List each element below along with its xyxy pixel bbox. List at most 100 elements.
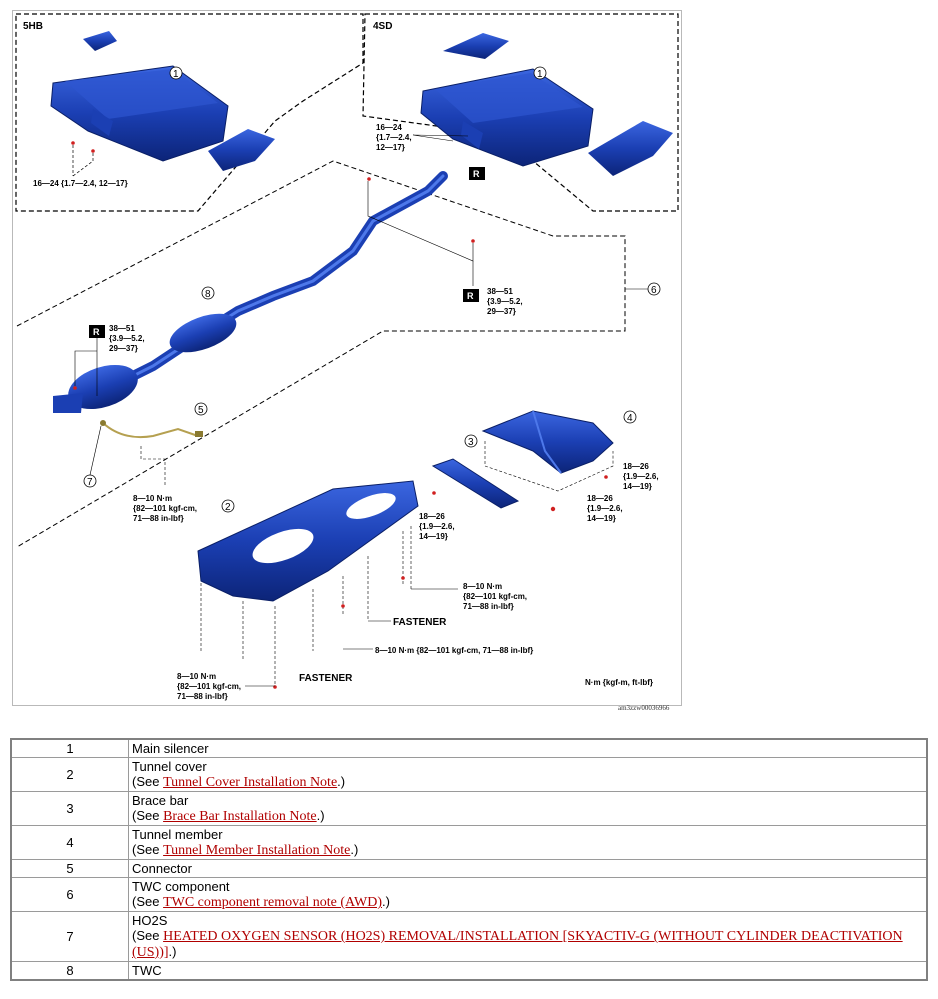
- torque-ho2s-l1: 8—10 N·m: [133, 494, 172, 503]
- torque-ho2s-l2: {82—101 kgf-cm,: [133, 504, 197, 513]
- torque-cover-right-l3: 71—88 in-lbf}: [463, 602, 514, 611]
- legend-part-name: TWC: [132, 963, 162, 978]
- box-4sd: [362, 13, 679, 212]
- legend-description: Tunnel cover(See Tunnel Cover Installati…: [128, 757, 928, 792]
- legend-link[interactable]: HEATED OXYGEN SENSOR (HO2S) REMOVAL/INST…: [132, 929, 903, 960]
- tunnel-member: [481, 410, 614, 474]
- callout-2: 2: [225, 502, 231, 513]
- torque-r-right-l2: {3.9—5.2,: [487, 297, 523, 306]
- legend-part-name: Tunnel member: [132, 827, 223, 842]
- legend-part-name: HO2S: [132, 913, 168, 928]
- fastener-label-1: FASTENER: [393, 617, 447, 628]
- callout-5: 5: [198, 405, 204, 416]
- see-suffix: .): [350, 842, 359, 857]
- r-mark-4sd: R: [473, 169, 480, 179]
- brace-bar: [431, 458, 520, 509]
- legend-number: 1: [10, 738, 129, 758]
- callout-7: 7: [87, 477, 93, 488]
- torque-r-right-l1: 38—51: [487, 287, 513, 296]
- box-twc: [16, 160, 626, 548]
- legend-link[interactable]: TWC component removal note (AWD): [163, 895, 382, 910]
- legend-description: TWC component(See TWC component removal …: [128, 877, 928, 912]
- legend-see-note: (See Tunnel Member Installation Note.): [132, 842, 923, 858]
- torque-ho2s-l3: 71—88 in-lbf}: [133, 514, 184, 523]
- legend-link[interactable]: Tunnel Member Installation Note: [163, 843, 351, 858]
- label-5hb: 5HB: [23, 21, 43, 32]
- callout-4: 4: [627, 413, 633, 424]
- see-suffix: .): [382, 894, 390, 909]
- legend-part-name: TWC component: [132, 879, 230, 894]
- torque-brace-l3: 14—19}: [419, 532, 448, 541]
- callout-6: 6: [651, 285, 657, 296]
- figure-image-id: am3zzw00036966: [618, 704, 670, 712]
- box-5hb: [15, 13, 364, 212]
- see-suffix: .): [168, 944, 177, 959]
- main-silencer-4sd: [420, 33, 673, 176]
- legend-see-note: (See Brace Bar Installation Note.): [132, 808, 923, 824]
- torque-cover-left-l1: 8—10 N·m: [177, 672, 216, 681]
- see-prefix: (See: [132, 928, 164, 943]
- unit-note: N·m {kgf-m, ft-lbf}: [585, 678, 653, 687]
- label-4sd: 4SD: [373, 21, 392, 32]
- torque-cover-left-l2: {82—101 kgf-cm,: [177, 682, 241, 691]
- legend-number: 4: [10, 825, 129, 860]
- legend-number: 7: [10, 911, 129, 962]
- legend-description: Connector: [128, 859, 928, 878]
- legend-number: 5: [10, 859, 129, 878]
- legend-description: Tunnel member(See Tunnel Member Installa…: [128, 825, 928, 860]
- torque-brace-l2: {1.9—2.6,: [419, 522, 455, 531]
- see-suffix: .): [316, 808, 325, 823]
- torque-r-left-l1: 38—51: [109, 324, 135, 333]
- legend-see-note: (See TWC component removal note (AWD).): [132, 894, 923, 910]
- torque-5hb: 16—24 {1.7—2.4, 12—17}: [33, 179, 128, 188]
- torque-cover-right-l2: {82—101 kgf-cm,: [463, 592, 527, 601]
- callout-1-5hb: 1: [173, 69, 179, 80]
- legend-description: Brace bar(See Brace Bar Installation Not…: [128, 791, 928, 826]
- see-prefix: (See: [132, 894, 164, 909]
- legend-link[interactable]: Brace Bar Installation Note: [163, 809, 317, 824]
- torque-r-right-l3: 29—37}: [487, 307, 516, 316]
- legend-description: TWC: [128, 961, 928, 981]
- callout-3: 3: [468, 437, 474, 448]
- legend-part-name: Tunnel cover: [132, 759, 207, 774]
- torque-member-1-l2: {1.9—2.6,: [623, 472, 659, 481]
- torque-member-2-l2: {1.9—2.6,: [587, 504, 623, 513]
- tunnel-cover: [197, 480, 419, 602]
- legend-see-note: (See HEATED OXYGEN SENSOR (HO2S) REMOVAL…: [132, 928, 923, 960]
- torque-member-1-l3: 14—19}: [623, 482, 652, 491]
- legend-link[interactable]: Tunnel Cover Installation Note: [163, 775, 338, 790]
- legend-see-note: (See Tunnel Cover Installation Note.): [132, 774, 923, 790]
- ho2s-wire: [102, 422, 199, 439]
- fastener-label-2: FASTENER: [299, 673, 353, 684]
- torque-member-1-l1: 18—26: [623, 462, 649, 471]
- torque-brace-l1: 18—26: [419, 512, 445, 521]
- see-prefix: (See: [132, 774, 164, 789]
- torque-member-2-l3: 14—19}: [587, 514, 616, 523]
- see-prefix: (See: [132, 842, 164, 857]
- legend-number: 3: [10, 791, 129, 826]
- callout-1-4sd: 1: [537, 69, 543, 80]
- main-silencer-5hb: [50, 31, 275, 171]
- torque-cover-mid: 8—10 N·m {82—101 kgf-cm, 71—88 in-lbf}: [375, 646, 533, 655]
- legend-number: 8: [10, 961, 129, 981]
- exhaust-illustration: 5HB 4SD 16—24 {1.7—2.4, 12—17} 1 1 16—24…: [15, 13, 679, 701]
- torque-cover-right-l1: 8—10 N·m: [463, 582, 502, 591]
- legend-number: 6: [10, 877, 129, 912]
- legend-description: HO2S(See HEATED OXYGEN SENSOR (HO2S) REM…: [128, 911, 928, 962]
- legend-description: Main silencer: [128, 738, 928, 758]
- torque-4sd-l2: {1.7—2.4,: [376, 133, 412, 142]
- legend-number: 2: [10, 757, 129, 792]
- legend-part-name: Connector: [132, 861, 192, 876]
- r-mark-right: R: [467, 291, 474, 301]
- exhaust-diagram: 5HB 4SD 16—24 {1.7—2.4, 12—17} 1 1 16—24…: [12, 10, 682, 706]
- twc-pipe: [53, 171, 448, 413]
- torque-r-left-l3: 29—37}: [109, 344, 138, 353]
